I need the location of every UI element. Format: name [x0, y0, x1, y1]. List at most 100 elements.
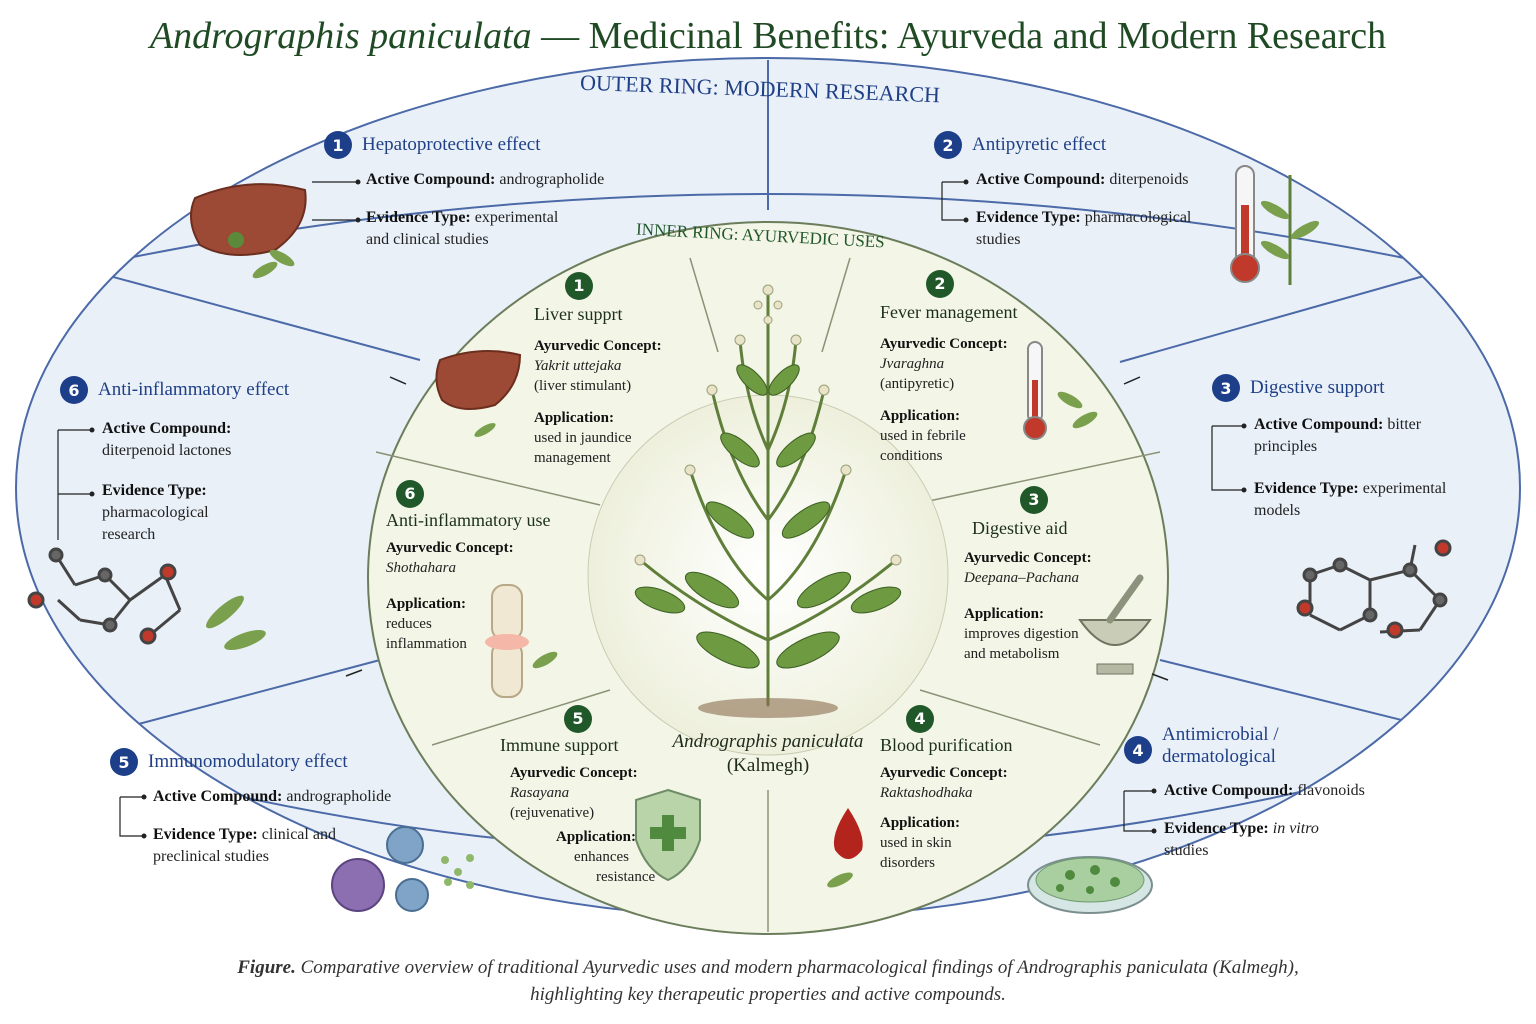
outer-5-immune-cells-icon — [331, 826, 474, 912]
inner-2-thermometer-icon — [1023, 341, 1098, 440]
concept-label: Ayurvedic Concept: — [964, 550, 1092, 566]
evidence-label: Evidence Type: — [102, 482, 207, 499]
title-rest: — Medicinal Benefits: Ayurveda and Moder… — [531, 15, 1387, 57]
evidence-value: experimental — [1362, 480, 1447, 497]
page-title: Andrographis paniculata — Medicinal Bene… — [0, 14, 1536, 58]
application-value: improves digestion — [964, 626, 1079, 642]
number-badge: 1 — [565, 272, 593, 300]
evidence-value: clinical and — [261, 826, 336, 843]
compound-value-2: principles — [1254, 438, 1318, 455]
application-value: used in jaundice — [534, 430, 632, 446]
evidence-value-2: studies — [976, 231, 1021, 248]
evidence-value-2: studies — [1164, 842, 1209, 859]
application-value-2: and metabolism — [964, 646, 1060, 662]
compound-value: andrographolide — [499, 171, 605, 188]
number-badge: 4 — [906, 705, 934, 733]
figure-caption: Figure. Comparative overview of traditio… — [0, 954, 1536, 1008]
application-value-2: management — [534, 450, 611, 466]
evidence-value-2: models — [1254, 502, 1301, 519]
evidence-value-2: research — [102, 526, 156, 543]
evidence-label: Evidence Type: — [366, 209, 471, 226]
plant-species: Andrographis paniculata — [672, 731, 864, 752]
inner-1-liver-icon — [435, 350, 522, 437]
inner-item-title: Anti-inflammatory use — [386, 510, 551, 530]
evidence-label: Evidence Type: — [1254, 480, 1359, 497]
compound-label: Active Compound: — [976, 171, 1106, 188]
inner-4-blood-drop-icon — [827, 808, 863, 888]
compound-label: Active Compound: — [153, 788, 283, 805]
compound-value: diterpenoid lactones — [102, 442, 232, 459]
number-badge: 1 — [324, 131, 352, 159]
outer-item-title: Anti-inflammatory effect — [98, 379, 290, 400]
application-value: reduces — [386, 616, 432, 632]
caption-line-2: highlighting key therapeutic properties … — [530, 984, 1006, 1005]
inner-3-mortar-pestle-icon — [1078, 574, 1152, 675]
inner-item-title: Digestive aid — [972, 518, 1068, 538]
concept-label: Ayurvedic Concept: — [510, 765, 638, 781]
plant-flowers — [634, 284, 902, 566]
compound-label: Active Compound: — [1254, 416, 1384, 433]
inner-item-blood-purification: 4 Blood purification Ayurvedic Concept: R… — [880, 705, 1040, 873]
outer-item-title: Digestive support — [1250, 377, 1385, 398]
inner-6-knee-joint-icon — [485, 584, 558, 698]
number-badge: 6 — [60, 376, 88, 404]
compound-value: flavonoids — [1297, 782, 1365, 799]
application-label: Application: — [880, 815, 961, 831]
number-badge: 2 — [934, 131, 962, 159]
compound-label: Active Compound: — [366, 171, 496, 188]
outer-2-thermometer-icon — [1230, 165, 1320, 285]
ring-connectors — [345, 376, 1169, 681]
evidence-label: Evidence Type: — [976, 209, 1081, 226]
compound-label: Active Compound: — [102, 420, 232, 437]
concept-label: Ayurvedic Concept: — [386, 540, 514, 556]
number-badge: 3 — [1212, 374, 1240, 402]
application-value: used in febrile — [880, 428, 966, 444]
application-label: Application: — [964, 606, 1045, 622]
plant-common-name: (Kalmegh) — [726, 755, 810, 776]
evidence-value-2: and clinical studies — [366, 231, 489, 248]
concept-label: Ayurvedic Concept: — [880, 336, 1008, 352]
evidence-value: pharmacological — [102, 504, 209, 521]
inner-5-shield-icon — [635, 788, 701, 882]
compound-label: Active Compound: — [1164, 782, 1294, 799]
concept-value: Shothahara — [386, 560, 457, 576]
number-badge: 5 — [564, 705, 592, 733]
inner-item-title: Liver supprt — [534, 304, 623, 324]
inner-item-title: Fever management — [880, 302, 1018, 322]
kalmegh-plant-icon — [638, 288, 898, 707]
application-label: Application: — [386, 596, 467, 612]
concept-note: (rejuvenative) — [510, 805, 595, 821]
outer-6-molecule-icon — [27, 547, 266, 650]
evidence-label: Evidence Type: — [1164, 820, 1269, 837]
caption-species: Andrographis paniculata — [1017, 957, 1208, 978]
inner-item-title: Blood purification — [880, 735, 1013, 755]
concept-note: (antipyretic) — [880, 376, 955, 392]
number-badge: 2 — [926, 270, 954, 298]
inner-item-title: Immune support — [500, 735, 619, 755]
concept-label: Ayurvedic Concept: — [880, 765, 1008, 781]
number-badge: 4 — [1124, 736, 1152, 764]
application-label: Application: — [556, 829, 637, 845]
concept-value: Deepana–Pachana — [964, 570, 1079, 586]
outer-item-anti-inflammatory: 6 Anti-inflammatory effect Active Compoun… — [60, 376, 340, 546]
outer-1-liver-icon — [190, 183, 307, 279]
concept-value: Raktashodhaka — [880, 785, 973, 801]
number-badge: 6 — [396, 480, 424, 508]
soil-mound — [698, 698, 838, 718]
inner-item-liver-support: 1 Liver supprt Ayurvedic Concept:Yakrit … — [534, 272, 684, 468]
plant-leaves — [634, 364, 902, 669]
outer-4-petri-dish-icon — [1027, 856, 1153, 914]
caption-label: Figure. — [237, 957, 296, 978]
application-value-2: resistance — [596, 869, 656, 885]
application-value: enhances — [574, 849, 629, 865]
outer-3-molecule-icon — [1296, 539, 1452, 639]
number-badge: 5 — [110, 748, 138, 776]
compound-value: andrographolide — [286, 788, 392, 805]
inner-item-anti-inflammatory-use: 6 Anti-inflammatory use Ayurvedic Concep… — [386, 480, 576, 654]
evidence-value: experimental — [474, 209, 559, 226]
inner-ring-dividers — [375, 257, 1161, 932]
application-value-2: inflammation — [386, 636, 467, 652]
